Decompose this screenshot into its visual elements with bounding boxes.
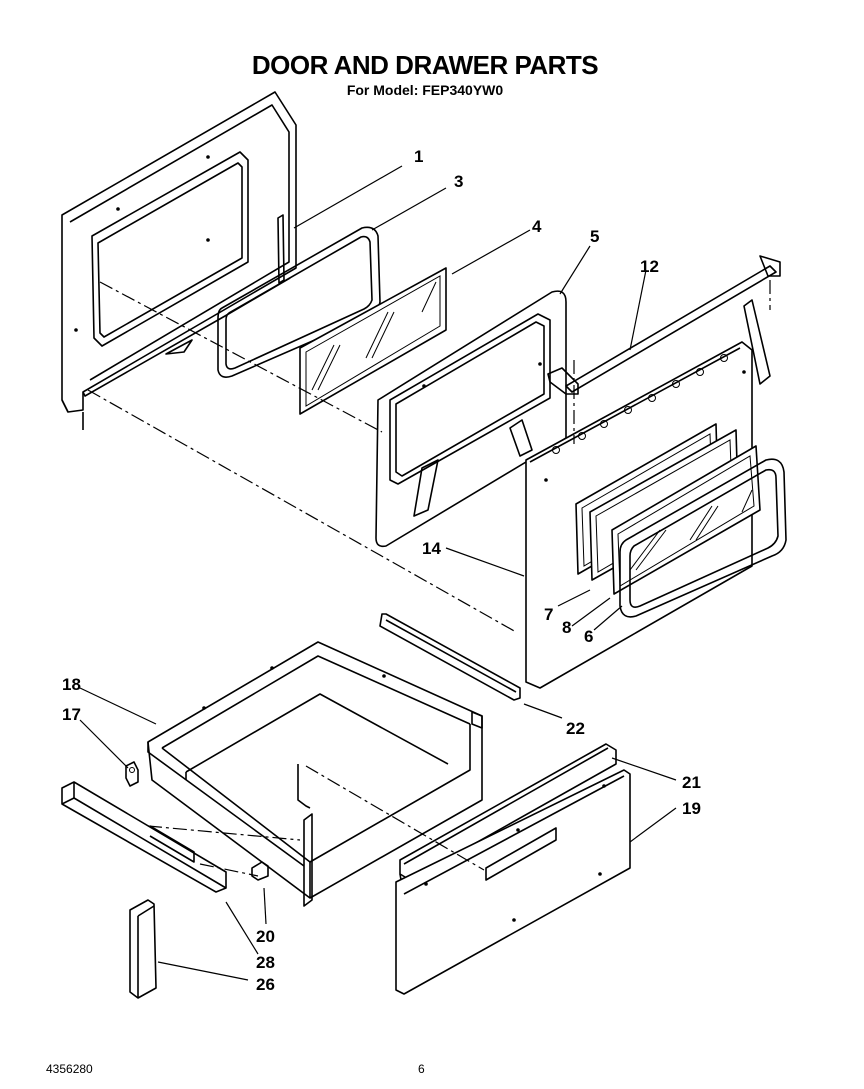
- alignment-dash-lines: [87, 280, 771, 877]
- callout-1: 1: [414, 147, 423, 166]
- inner-door-liner: [375, 290, 567, 548]
- callout-28: 28: [256, 953, 275, 972]
- callout-17: 17: [62, 705, 81, 724]
- page-number: 6: [418, 1062, 425, 1076]
- drawer-front-trim: [399, 743, 617, 887]
- callout-14: 14: [422, 539, 441, 558]
- callout-4: 4: [532, 217, 542, 236]
- callout-5: 5: [590, 227, 599, 246]
- callout-18: 18: [62, 675, 81, 694]
- callout-12: 12: [640, 257, 659, 276]
- drawer-front-panel: [395, 769, 631, 995]
- outer-door-panel: [61, 91, 297, 430]
- drawer-slide-rail: [379, 613, 521, 701]
- model-subtitle: For Model: FEP340YW0: [346, 82, 504, 98]
- hinge-rod: [547, 255, 781, 395]
- callout-3: 3: [454, 172, 463, 191]
- page-title: DOOR AND DRAWER PARTS: [251, 50, 599, 80]
- callout-7: 7: [544, 605, 553, 624]
- callout-8: 8: [562, 618, 571, 637]
- callout-20: 20: [256, 927, 275, 946]
- door-glass-pane: [299, 267, 447, 415]
- callout-19: 19: [682, 799, 701, 818]
- callout-6: 6: [584, 627, 593, 646]
- document-number: 4356280: [46, 1062, 93, 1076]
- drawer-end-cap: [129, 899, 157, 999]
- callout-leader-lines: [79, 165, 677, 981]
- callout-numbers: 1 3 4 5 12 14 7 8 6 18 17 22 21 19 20 28…: [62, 147, 701, 994]
- window-frames: [575, 423, 787, 618]
- rail-bracket: [251, 861, 269, 881]
- callout-21: 21: [682, 773, 701, 792]
- callout-22: 22: [566, 719, 585, 738]
- drawer-clip: [125, 761, 139, 787]
- drawer-side-rail-left: [61, 781, 227, 893]
- callout-26: 26: [256, 975, 275, 994]
